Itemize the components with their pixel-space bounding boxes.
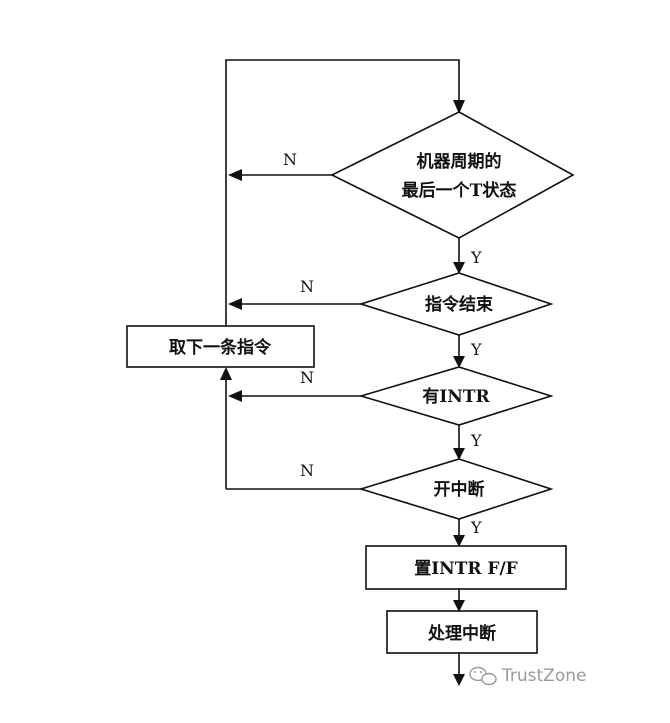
return-to-fetch-connector [220, 367, 232, 489]
no-label-2: N [300, 277, 314, 296]
yes-branch-3: Y [453, 425, 482, 460]
no-label-3: N [300, 368, 314, 387]
yes-branch-2: Y [453, 335, 482, 368]
yes-label-4: Y [470, 518, 482, 537]
decision-interrupt-enabled-label: 开中断 [434, 479, 485, 500]
loop-back-connector [225, 59, 465, 335]
no-branch-4: N [226, 461, 361, 490]
no-branch-3: N [228, 368, 361, 402]
yes-label-1: Y [470, 248, 482, 267]
process-handle-interrupt: 处理中断 [386, 610, 538, 654]
process-fetch-next-label: 取下一条指令 [169, 337, 272, 358]
decision-instruction-end: 指令结束 [358, 272, 554, 336]
decision-machine-cycle-line1: 机器周期的 [417, 151, 502, 172]
wechat-icon [469, 666, 497, 686]
process-handle-interrupt-label: 处理中断 [427, 623, 496, 644]
yes-branch-4: Y [453, 518, 482, 547]
no-label-1: N [283, 150, 297, 169]
watermark-text: TrustZone [501, 666, 586, 686]
process-set-intr-ff: 置INTR F/F [365, 545, 567, 590]
yes-branch-1: Y [453, 238, 482, 274]
process-set-intr-label: 置INTR F/F [414, 559, 518, 579]
watermark: TrustZone [469, 666, 586, 686]
decision-machine-cycle-line2: 最后一个T状态 [402, 180, 517, 201]
decision-has-intr-label: 有INTR [422, 386, 490, 407]
decision-has-intr: 有INTR [358, 366, 554, 426]
no-branch-2: N [228, 277, 361, 310]
connector-set-to-handle [453, 589, 465, 612]
connector-handle-exit [453, 653, 465, 686]
no-branch-1: N [228, 150, 332, 181]
yes-label-2: Y [470, 340, 482, 359]
yes-label-3: Y [470, 431, 482, 450]
decision-machine-cycle-last-t-state: 机器周期的 最后一个T状态 [330, 111, 575, 239]
decision-instruction-end-label: 指令结束 [425, 294, 493, 315]
no-label-4: N [300, 461, 314, 480]
process-fetch-next-instruction: 取下一条指令 [126, 325, 315, 368]
decision-interrupt-enabled: 开中断 [358, 458, 554, 520]
